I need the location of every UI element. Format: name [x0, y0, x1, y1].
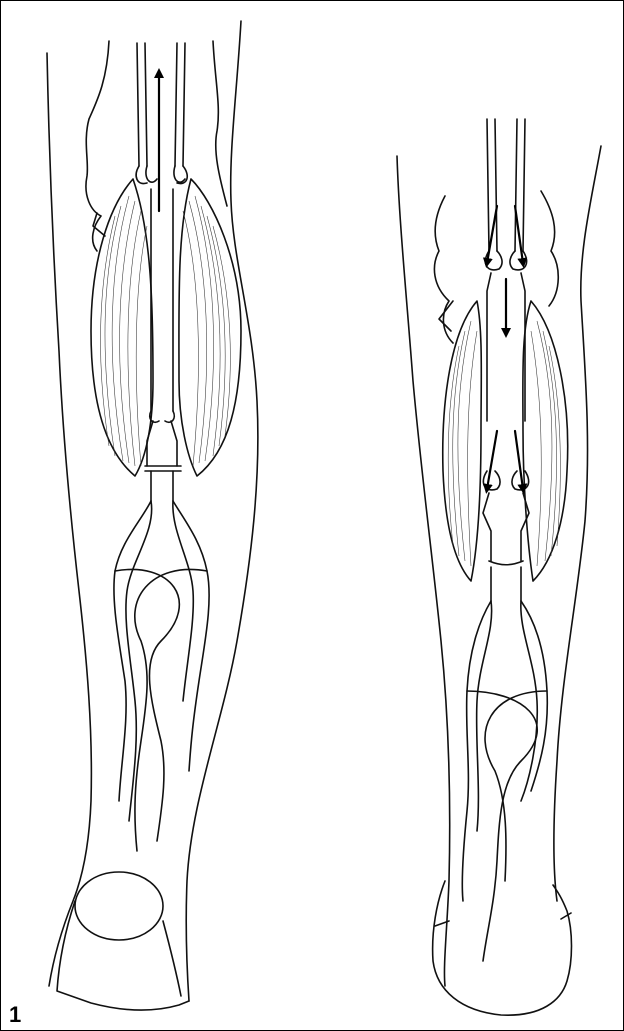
- right-calf-muscle-medial: [443, 301, 482, 581]
- left-muscle-fibres: [100, 196, 230, 466]
- left-leg-outline-right: [186, 21, 258, 1001]
- right-arrow-down-4: [487, 431, 497, 489]
- left-calf-muscle-medial: [91, 179, 153, 476]
- right-leg-outline-left: [397, 156, 450, 986]
- left-leg-outline-left: [47, 53, 91, 986]
- right-arrow-down-5: [515, 431, 523, 489]
- left-calf-muscle-lateral: [179, 179, 241, 476]
- left-heel: [75, 872, 163, 940]
- right-calf-muscle-lateral: [523, 301, 568, 581]
- right-muscle-fibres: [448, 321, 560, 566]
- left-vein-branch: [114, 501, 151, 801]
- left-leg: [47, 21, 258, 1010]
- left-vein-wall-1: [137, 43, 139, 166]
- right-leg: [397, 119, 601, 1015]
- right-heel: [433, 881, 572, 1015]
- figure-number: 1: [9, 1002, 21, 1028]
- right-arrow-down-2: [515, 206, 523, 263]
- left-knee-outline: [86, 41, 109, 251]
- left-upper-valve: [136, 166, 157, 184]
- right-lower-valve: [483, 471, 500, 490]
